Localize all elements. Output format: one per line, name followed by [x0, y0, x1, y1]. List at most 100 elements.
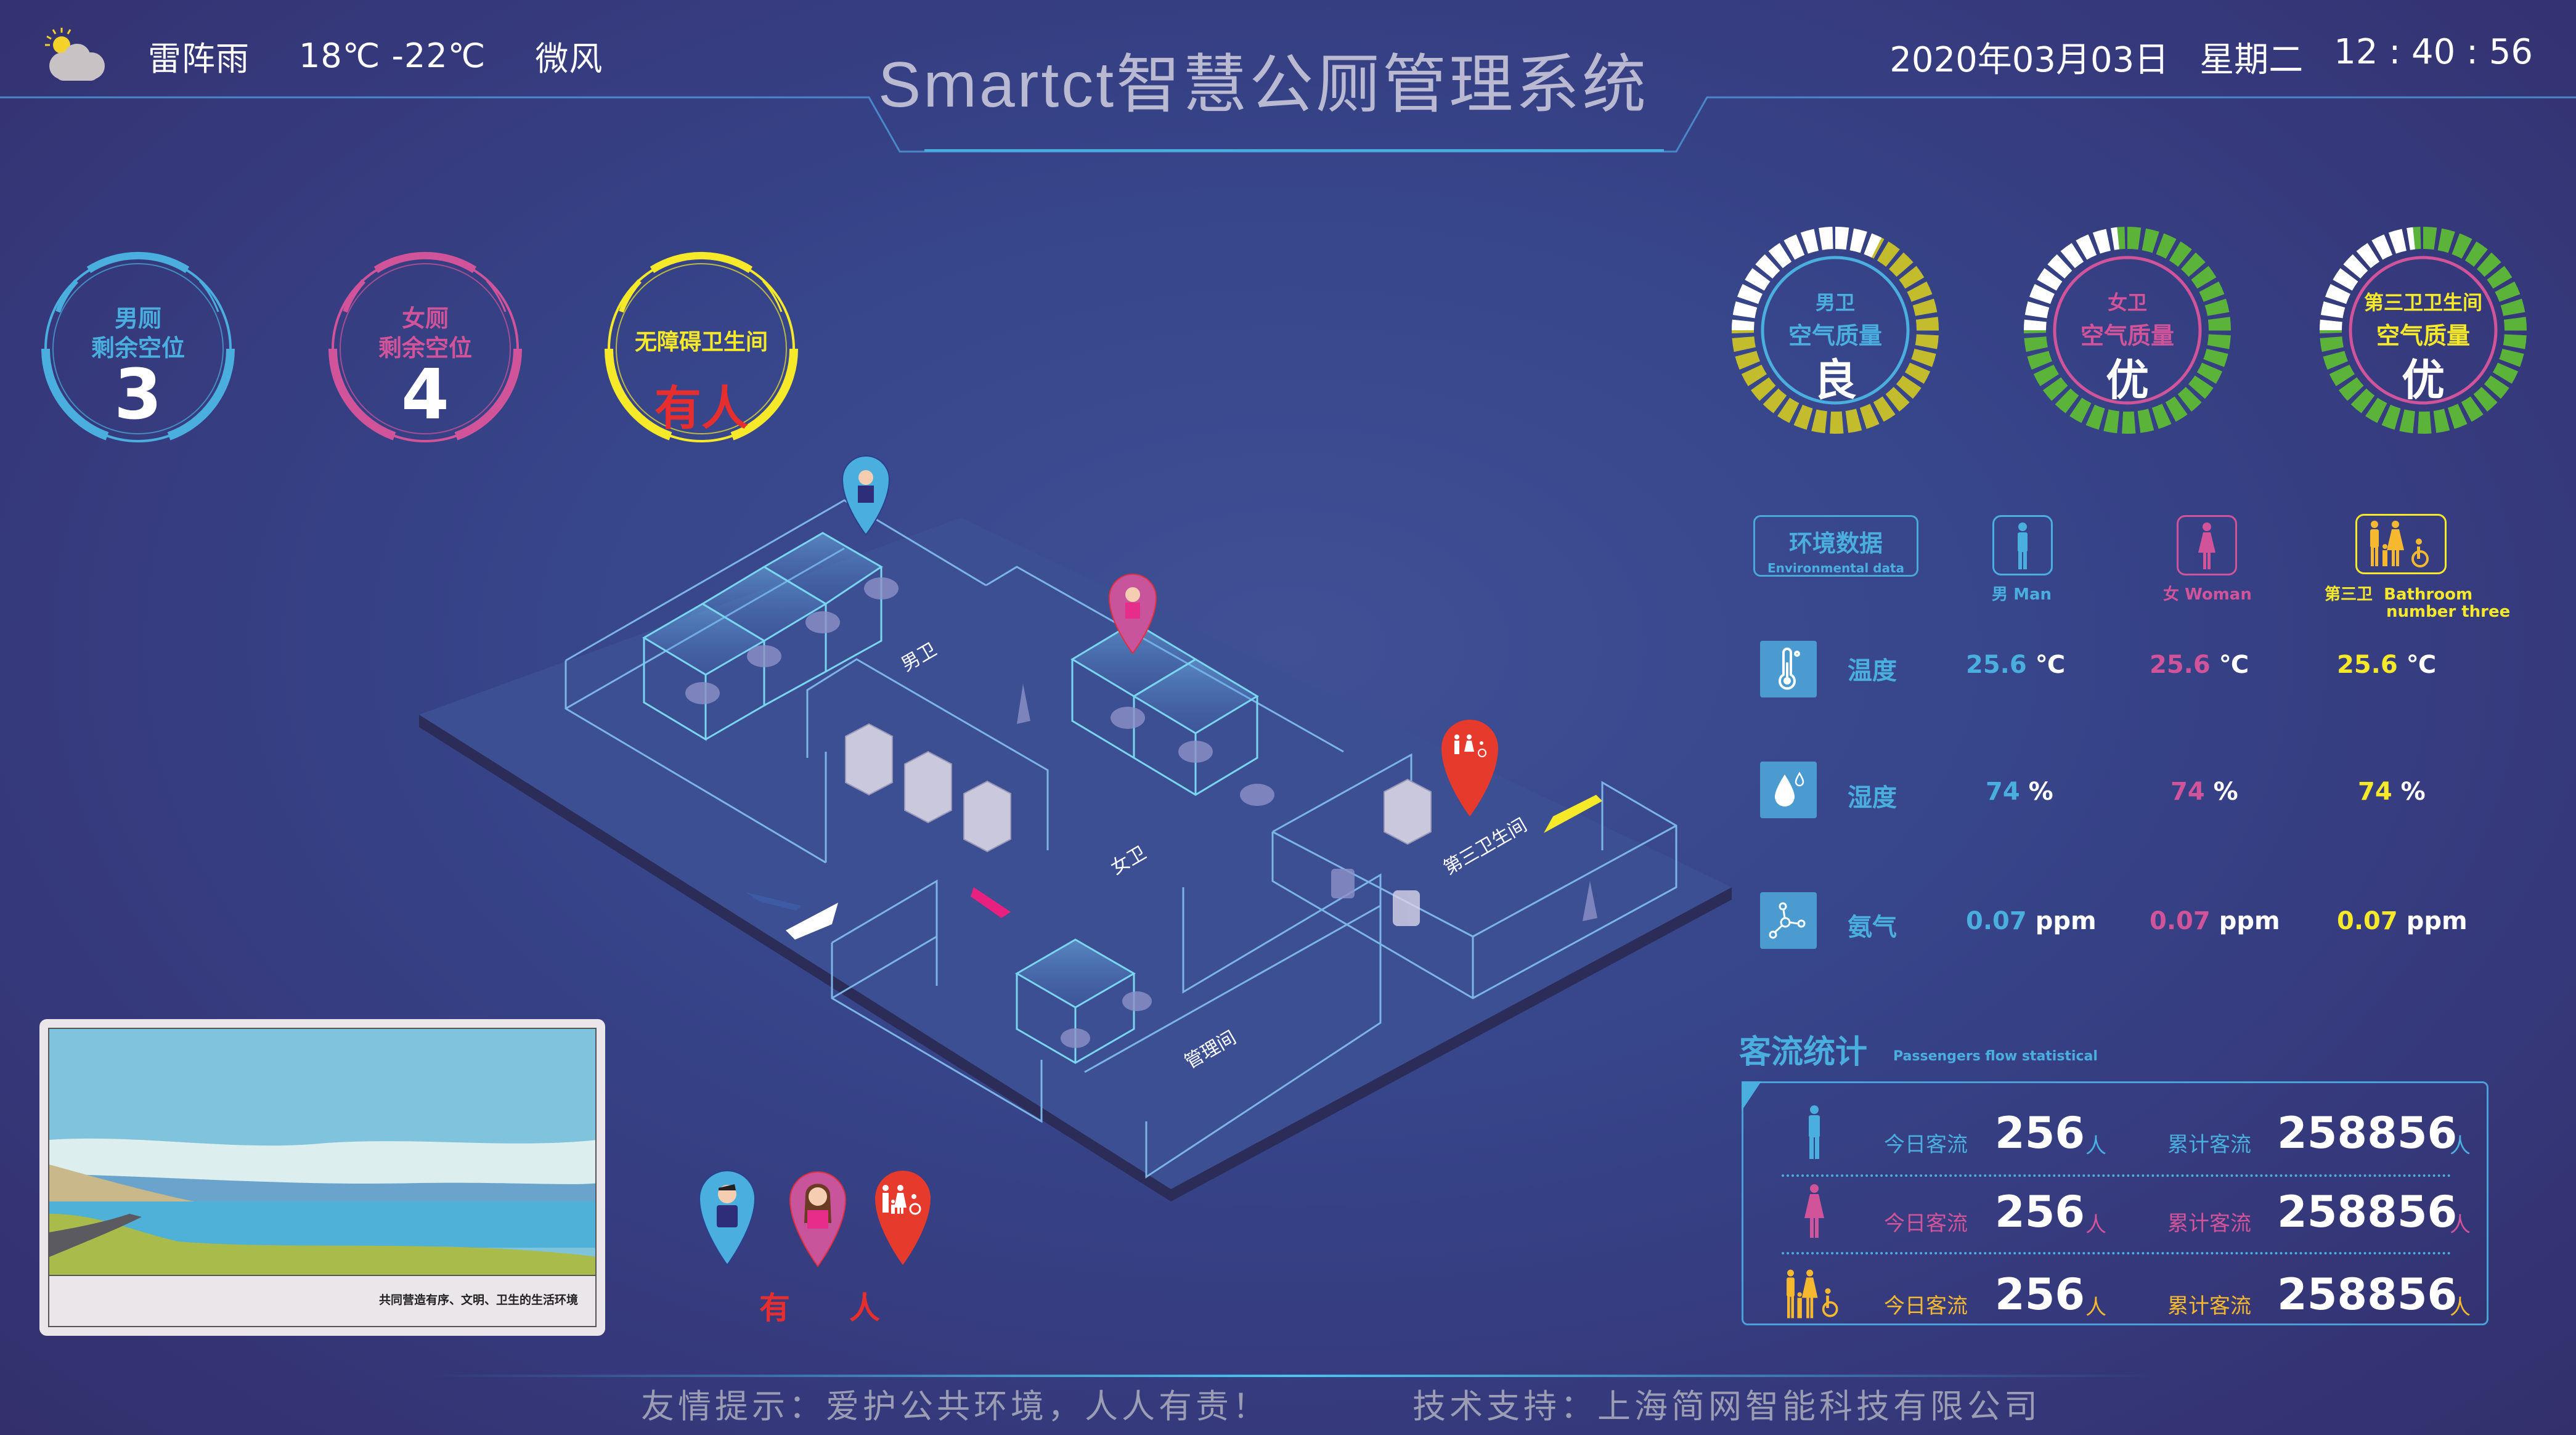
woman-location-pin[interactable] [1108, 573, 1157, 654]
unit: 人 [2450, 1134, 2471, 1158]
total-count: 258856 [2277, 1187, 2458, 1237]
entry-arrow-icon [786, 903, 838, 940]
footer-divider [431, 1375, 2157, 1377]
legend-man-pin-icon [696, 1169, 758, 1268]
environment-title: 环境数据 [1788, 530, 1883, 557]
header-frame-line [0, 96, 2576, 153]
row-divider [1782, 1252, 2451, 1254]
ring-frame-icon [41, 251, 235, 442]
floor-plan[interactable]: 男卫 女卫 第三卫生间 管理间 [370, 431, 1787, 1232]
third-bathroom-location-pin[interactable] [1441, 720, 1498, 816]
aq-label: 空气质量 [2080, 322, 2174, 349]
legend-text-1: 有 [759, 1290, 790, 1326]
aq-value: 优 [2106, 355, 2149, 405]
unit: 人 [2450, 1213, 2471, 1237]
family-accessible-icon [2355, 514, 2447, 574]
aq-value: 优 [2402, 355, 2445, 405]
woman-icon [2177, 515, 2237, 575]
today-count: 256 [1995, 1108, 2085, 1158]
temp-man: 25.6℃ [1966, 651, 2066, 679]
flow-row-man: 今日客流 256 人 累计客流 258856 人 [1743, 1096, 2487, 1169]
aq-location: 女卫 [2107, 291, 2147, 314]
cloud-sun-icon [43, 28, 111, 83]
weather-widget: 雷阵雨 18℃ -22℃ 微风 [43, 25, 652, 86]
man-icon [1992, 515, 2053, 575]
legend-text-2: 人 [849, 1290, 880, 1326]
occupancy-status: 有人 [654, 381, 748, 436]
gauge-line2: 剩余空位 [378, 335, 472, 362]
humidity-woman: 74% [2170, 778, 2238, 806]
female-air-quality-gauge: 女卫 空气质量 优 [2023, 226, 2232, 435]
gauge-value: 3 [114, 355, 162, 435]
poster-card: 共同营造有序、文明、卫生的生活环境 [39, 1019, 605, 1336]
thermometer-icon [1760, 641, 1817, 697]
ring-frame-icon [328, 251, 523, 442]
column-third-label: 第三卫 Bathroom [2325, 585, 2473, 604]
unit: 人 [2450, 1295, 2471, 1320]
datetime: 2020年03月03日 星期二 12 : 40 : 56 [1889, 32, 2533, 82]
flow-panel: 今日客流 256 人 累计客流 258856 人 今日客流 256 人 累计客流… [1742, 1081, 2488, 1325]
today-label: 今日客流 [1884, 1294, 1968, 1319]
today-count: 256 [1995, 1269, 2085, 1320]
total-label: 累计客流 [2167, 1132, 2251, 1157]
humidity-man: 74% [1986, 778, 2053, 806]
footer-tip: 友情提示：爱护公共环境，人人有责！ [641, 1387, 1270, 1426]
gauge-value: 4 [401, 355, 449, 435]
flow-title: 客流统计 [1739, 1034, 1868, 1071]
gauge-line2: 剩余空位 [91, 335, 185, 362]
environment-header: 环境数据 Environmental data [1753, 515, 1918, 577]
today-count: 256 [1995, 1187, 2085, 1237]
column-woman-label: 女 Woman [2163, 585, 2252, 604]
female-availability-gauge: 女厕 剩余空位 4 [320, 244, 530, 453]
gauge-line1: 男厕 [114, 305, 161, 332]
column-third-label-line2: number three [2386, 603, 2511, 621]
unit: 人 [2085, 1134, 2106, 1158]
today-label: 今日客流 [1884, 1211, 1968, 1236]
segmented-ring-icon [1732, 227, 1939, 434]
poster-caption: 共同营造有序、文明、卫生的生活环境 [378, 1293, 578, 1307]
row-label-temperature: 温度 [1848, 657, 1897, 685]
weekday: 星期二 [2199, 40, 2304, 80]
ring-frame-icon [604, 251, 799, 442]
flow-subtitle: Passengers flow statistical [1893, 1049, 2098, 1064]
man-icon [1780, 1102, 1848, 1163]
man-location-pin[interactable] [841, 455, 891, 536]
date: 2020年03月03日 [1889, 40, 2169, 80]
family-accessible-icon [1780, 1263, 1848, 1325]
humidity-drop-icon [1760, 762, 1817, 818]
aq-label: 空气质量 [2376, 322, 2470, 349]
aq-label: 空气质量 [1788, 322, 1882, 349]
total-label: 累计客流 [2167, 1211, 2251, 1236]
segmented-ring-icon [2320, 227, 2527, 434]
time: 12 : 40 : 56 [2334, 32, 2533, 72]
segmented-ring-icon [2024, 227, 2231, 434]
gauge-line1: 无障碍卫生间 [634, 330, 768, 355]
environment-subtitle: Environmental data [1767, 561, 1905, 575]
weather-wind: 微风 [535, 39, 603, 78]
total-label: 累计客流 [2167, 1294, 2251, 1319]
third-direction-arrow-icon [1544, 795, 1602, 833]
column-man-label: 男 Man [1992, 585, 2052, 604]
weather-temperature: 18℃ -22℃ [299, 36, 486, 75]
panel-corner-accent [1742, 1081, 1761, 1111]
temp-third: 25.6℃ [2337, 651, 2437, 679]
third-air-quality-gauge: 第三卫卫生间 空气质量 优 [2318, 226, 2528, 435]
male-availability-gauge: 男厕 剩余空位 3 [33, 244, 243, 453]
women-direction-arrow-icon [971, 887, 1011, 918]
aq-location: 男卫 [1815, 291, 1855, 314]
row-label-ammonia: 氨气 [1848, 913, 1897, 941]
humidity-third: 74% [2358, 778, 2426, 806]
flow-row-third: 今日客流 256 人 累计客流 258856 人 [1743, 1257, 2487, 1331]
legend-woman-pin-icon [787, 1171, 849, 1269]
legend-accessible-pin-icon [872, 1169, 934, 1268]
molecule-icon [1760, 892, 1817, 949]
unit: 人 [2085, 1295, 2106, 1320]
footer-support: 技术支持：上海简网智能科技有限公司 [1412, 1387, 2041, 1426]
unit: 人 [2085, 1213, 2106, 1237]
total-count: 258856 [2277, 1269, 2458, 1320]
male-air-quality-gauge: 男卫 空气质量 良 [1730, 226, 1940, 435]
aq-value: 良 [1814, 355, 1857, 405]
total-count: 258856 [2277, 1108, 2458, 1158]
row-label-humidity: 湿度 [1848, 784, 1897, 812]
